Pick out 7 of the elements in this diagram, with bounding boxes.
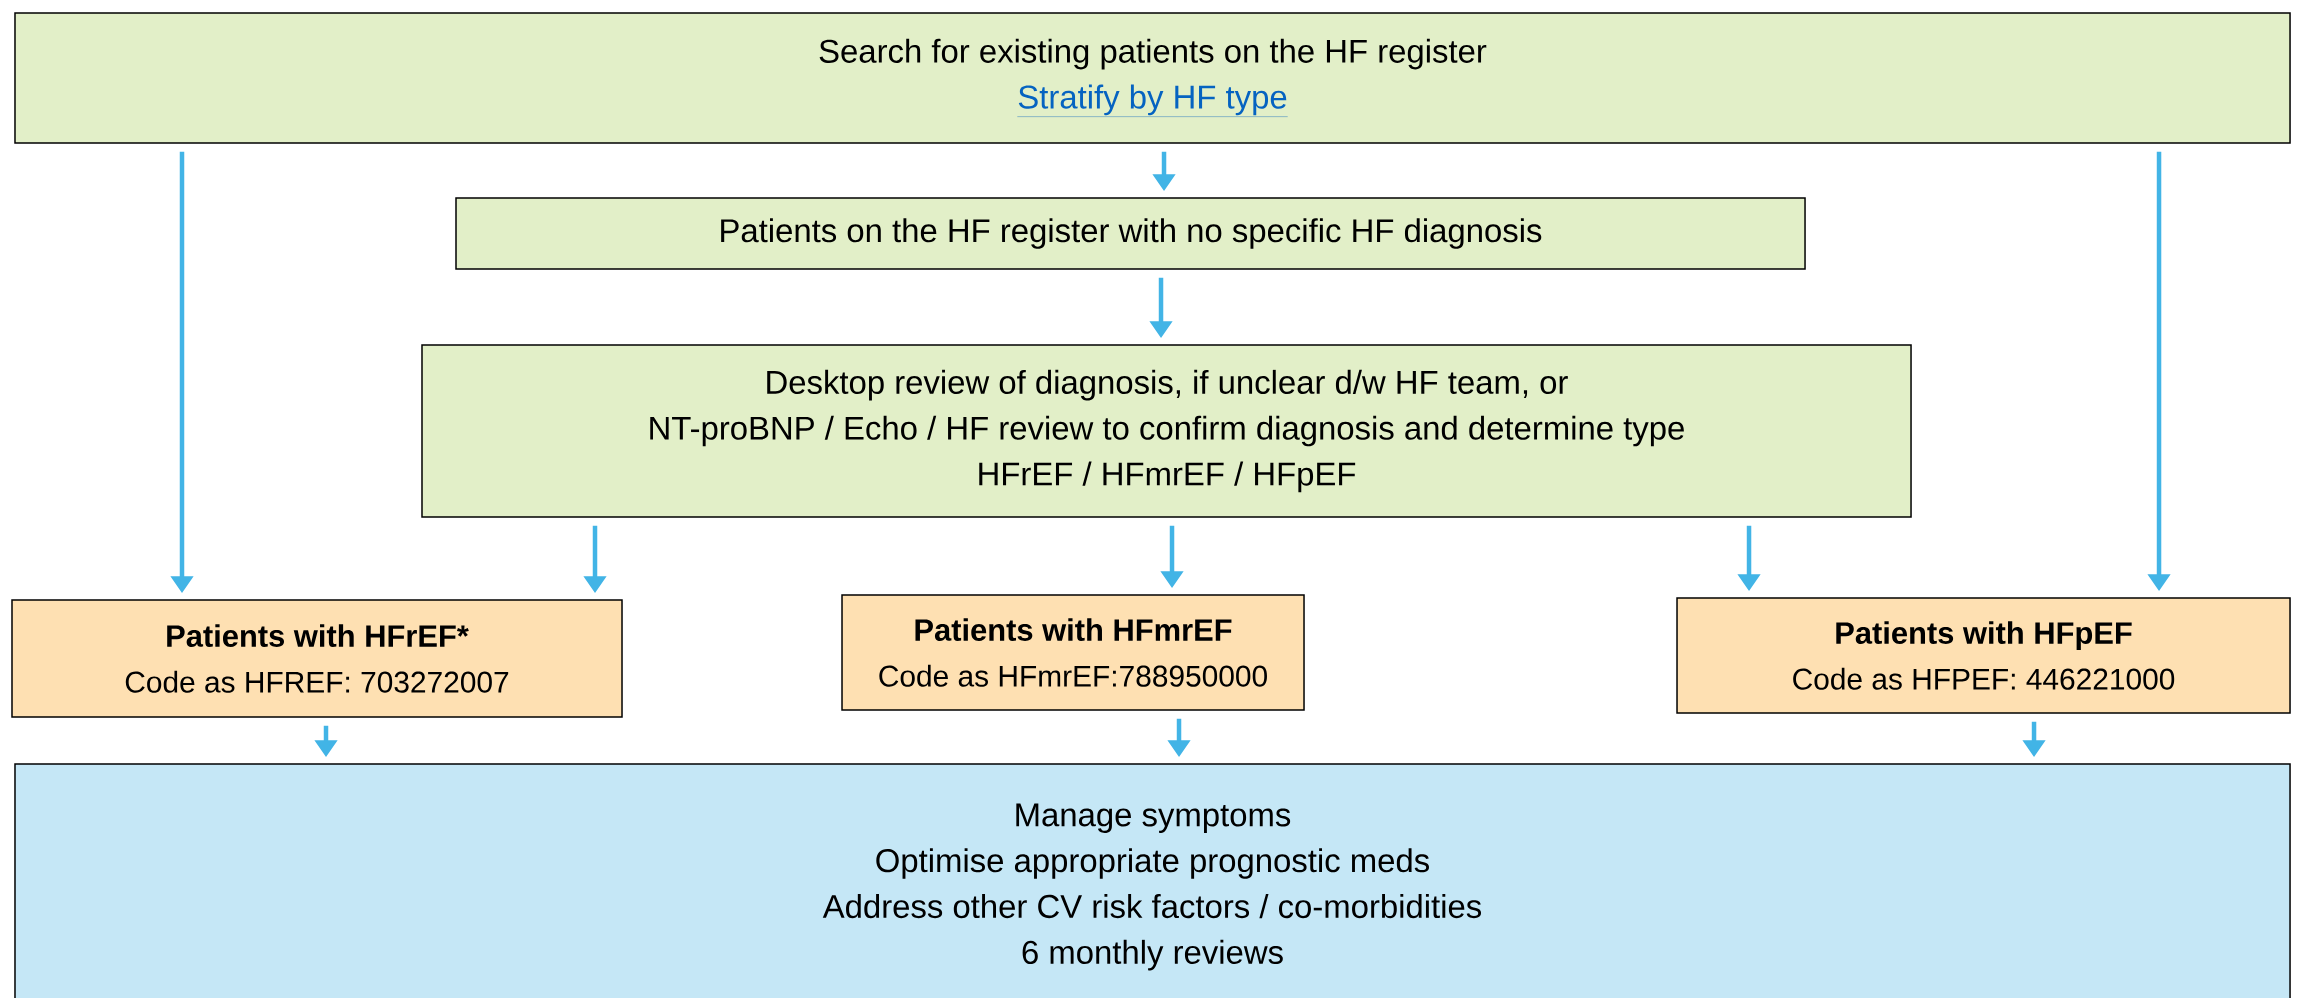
result-box: Patients with HFrEF* Code as HFREF: 703272007: [11, 599, 623, 718]
result-box: Patients with HFmrEF Code as HFmrEF:788950000: [841, 594, 1305, 711]
action-box: Manage symptoms Optimise appropriate prognostic meds Address other CV risk factors / co-morbidities 6 monthly reviews: [14, 763, 2291, 998]
process-box: Desktop review of diagnosis, if unclear d/w HF team, or NT-proBNP / Echo / HF review to confirm diagnosis and determine type HFrEF / HFmrEF / HFpEF: [421, 344, 1912, 518]
process-box: Search for existing patients on the HF register Stratify by HF type: [14, 12, 2291, 144]
process-box: Patients on the HF register with no specific HF diagnosis: [455, 197, 1806, 270]
result-box: Patients with HFpEF Code as HFPEF: 446221000: [1676, 597, 2291, 714]
